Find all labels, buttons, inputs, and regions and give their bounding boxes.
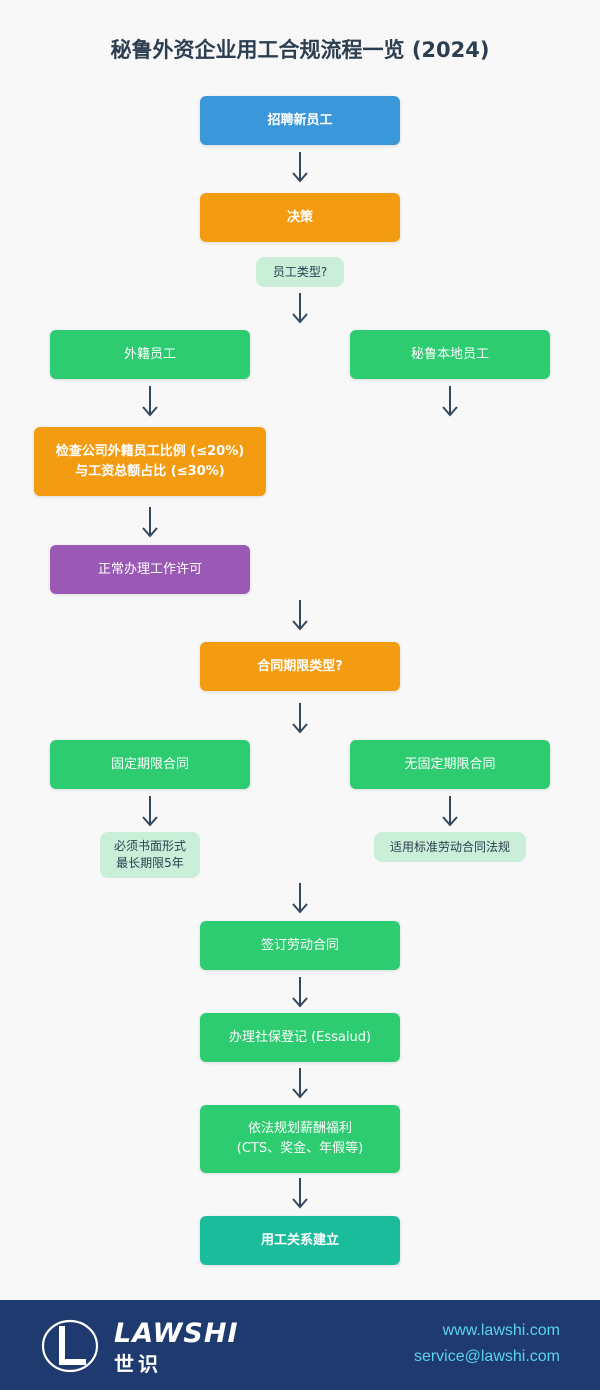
footer: LAWSHI 世识 www.lawshi.com service@lawshi.… [0, 1300, 600, 1390]
node-contract-type-question: 合同期限类型? [200, 642, 400, 691]
note-indefinite-term: 适用标准劳动合同法规 [374, 832, 526, 862]
arrow-down-icon [142, 507, 158, 538]
logo-mark-icon [41, 1319, 99, 1373]
node-social-security: 办理社保登记 (Essalud) [200, 1013, 400, 1062]
arrow-down-icon [142, 796, 158, 827]
node-work-permit: 正常办理工作许可 [50, 545, 250, 594]
note-employee-type-question: 员工类型? [256, 257, 344, 287]
node-local-employee: 秘鲁本地员工 [350, 330, 550, 379]
arrow-down-icon [292, 1178, 308, 1209]
node-sign-contract: 签订劳动合同 [200, 921, 400, 970]
page-title: 秘鲁外资企业用工合规流程一览 (2024) [110, 38, 490, 62]
arrow-down-icon [292, 600, 308, 631]
node-fixed-term: 固定期限合同 [50, 740, 250, 789]
node-decision: 决策 [200, 193, 400, 242]
node-recruit: 招聘新员工 [200, 96, 400, 145]
lawshi-logo: LAWSHI 世识 [40, 1314, 238, 1376]
arrow-down-icon [292, 152, 308, 183]
arrow-down-icon [292, 293, 308, 324]
note-fixed-term: 必须书面形式 最长期限5年 [100, 832, 200, 878]
logo-subtext: 世识 [114, 1352, 162, 1376]
node-benefits: 依法规划薪酬福利 (CTS、奖金、年假等) [200, 1105, 400, 1173]
email-link[interactable]: service@lawshi.com [413, 1348, 560, 1365]
arrow-down-icon [292, 703, 308, 734]
node-indefinite-term: 无固定期限合同 [350, 740, 550, 789]
arrow-down-icon [292, 883, 308, 914]
node-check-ratio: 检查公司外籍员工比例 (≤20%) 与工资总额占比 (≤30%) [34, 427, 266, 496]
logo-text: LAWSHI [114, 1318, 239, 1349]
arrow-down-icon [442, 386, 458, 417]
node-foreign-employee: 外籍员工 [50, 330, 250, 379]
website-link[interactable]: www.lawshi.com [442, 1322, 560, 1339]
arrow-down-icon [442, 796, 458, 827]
arrow-down-icon [142, 386, 158, 417]
arrow-down-icon [292, 1068, 308, 1099]
node-relationship-established: 用工关系建立 [200, 1216, 400, 1265]
arrow-down-icon [292, 977, 308, 1008]
